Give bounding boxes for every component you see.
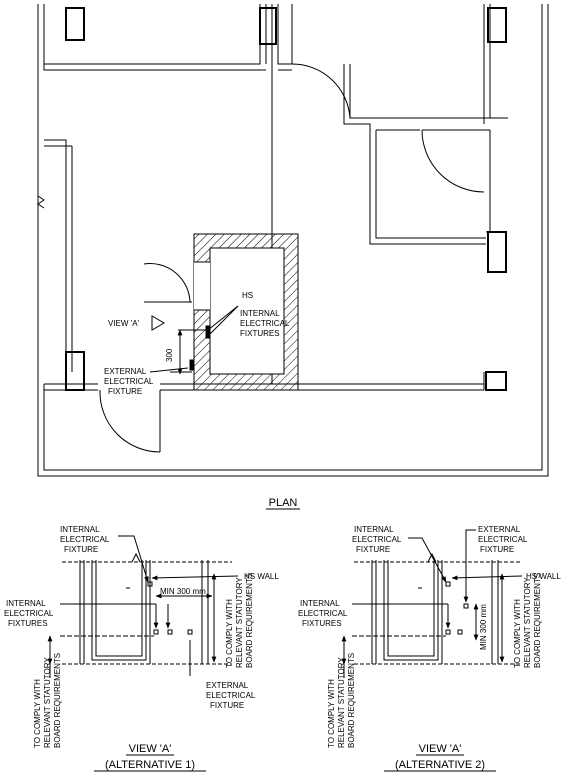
alt1-external-fixture — [187, 629, 193, 635]
alt2-hs-wall: HS WALL — [526, 572, 561, 581]
external-fixture-line1: EXTERNAL — [104, 367, 147, 376]
outer-walls — [37, 4, 549, 477]
alt1-internal-fixture-line3: FIXTURE — [64, 545, 98, 554]
alt2-statutory-right-1: TO COMPLY WITH — [513, 599, 522, 668]
alt1-subtitle: (ALTERNATIVE 1) — [105, 759, 195, 771]
alt1-internal-fixtures-line2: ELECTRICAL — [4, 609, 54, 618]
plan-title: PLAN — [269, 497, 298, 509]
alt2-internal-fixtures-line2: ELECTRICAL — [298, 609, 348, 618]
alt2-subtitle: (ALTERNATIVE 2) — [395, 759, 485, 771]
view-a-alt1-labels: INTERNAL ELECTRICAL FIXTURE HS WALL MIN … — [4, 525, 279, 772]
alt2-internal-fixture-line3: FIXTURE — [356, 545, 390, 554]
alt2-statutory-right-2: RELEVANT STATUTORY — [523, 577, 532, 668]
alt2-external-fixture — [463, 603, 469, 609]
alt2-internal-fixtures-line1: INTERNAL — [300, 599, 340, 608]
alt2-internal-fixtures-line3: FIXTURES — [302, 619, 342, 628]
alt2-statutory-left-1: TO COMPLY WITH — [327, 679, 336, 748]
external-fixture-line3: FIXTURE — [108, 387, 142, 396]
view-a-alt2 — [341, 529, 523, 678]
alt1-internal-fixture — [147, 581, 153, 587]
plan-labels: HS INTERNAL ELECTRICAL FIXTURES VIEW 'A'… — [104, 291, 300, 510]
external-fixture-mark — [189, 359, 195, 371]
alt2-internal-fixture-line1: INTERNAL — [354, 525, 394, 534]
alt2-statutory-left-2: RELEVANT STATUTORY — [337, 657, 346, 748]
alt2-internal-fixture-line2: ELECTRICAL — [352, 535, 402, 544]
alt2-external-fixture-line2: ELECTRICAL — [478, 535, 528, 544]
alt1-statutory-left-1: TO COMPLY WITH — [33, 679, 42, 748]
internal-fixtures-line1: INTERNAL — [240, 309, 280, 318]
hs-room — [193, 233, 299, 391]
internal-fixtures-line2: ELECTRICAL — [240, 319, 290, 328]
view-a-triangle — [151, 315, 165, 331]
alt2-statutory-left-3: BOARD REQUIREMENTS — [347, 653, 356, 748]
alt1-title: VIEW 'A' — [129, 743, 172, 755]
alt1-external-fixture-line1: EXTERNAL — [206, 681, 249, 690]
hs-label: HS — [242, 291, 253, 300]
alt1-internal-fixture-low — [153, 629, 159, 635]
plan-drawing — [37, 4, 549, 477]
alt1-internal-fixture-line2: ELECTRICAL — [60, 535, 110, 544]
alt1-statutory-left-2: RELEVANT STATUTORY — [43, 657, 52, 748]
alt1-hs-wall: HS WALL — [244, 572, 279, 581]
columns — [65, 7, 507, 391]
plan-annotations — [149, 305, 239, 375]
alt1-min-dimension: MIN 300 mm — [160, 587, 206, 596]
doors — [99, 4, 485, 453]
alt1-statutory-right-1: TO COMPLY WITH — [225, 599, 234, 668]
alt1-statutory-right-3: BOARD REQUIREMENTS — [245, 573, 254, 668]
alt2-internal-fixture — [445, 581, 451, 587]
internal-fixture-mark — [205, 325, 211, 339]
alt1-internal-fixtures-line1: INTERNAL — [6, 599, 46, 608]
alt1-internal-fixture-line1: INTERNAL — [60, 525, 100, 534]
internal-fixtures-line3: FIXTURES — [240, 329, 280, 338]
dimension-300: 300 — [165, 348, 174, 362]
alt1-statutory-right-2: RELEVANT STATUTORY — [235, 577, 244, 668]
view-a-alt2-labels: INTERNAL ELECTRICAL FIXTURE EXTERNAL ELE… — [298, 525, 561, 772]
alt2-title: VIEW 'A' — [419, 743, 462, 755]
alt1-internal-fixtures-line3: FIXTURES — [8, 619, 48, 628]
alt2-external-fixture-line1: EXTERNAL — [478, 525, 521, 534]
alt1-external-fixture-line2: ELECTRICAL — [206, 691, 256, 700]
view-a-marker: VIEW 'A' — [108, 319, 140, 328]
view-a-alt1 — [47, 535, 239, 678]
alt1-statutory-left-3: BOARD REQUIREMENTS — [53, 653, 62, 748]
alt1-external-fixture-line3: FIXTURE — [210, 701, 244, 710]
alt2-external-fixture-line3: FIXTURE — [480, 545, 514, 554]
alt2-min-dimension: MIN 300 mm — [479, 604, 488, 650]
external-fixture-line2: ELECTRICAL — [104, 377, 154, 386]
alt2-statutory-right-3: BOARD REQUIREMENTS — [533, 573, 542, 668]
